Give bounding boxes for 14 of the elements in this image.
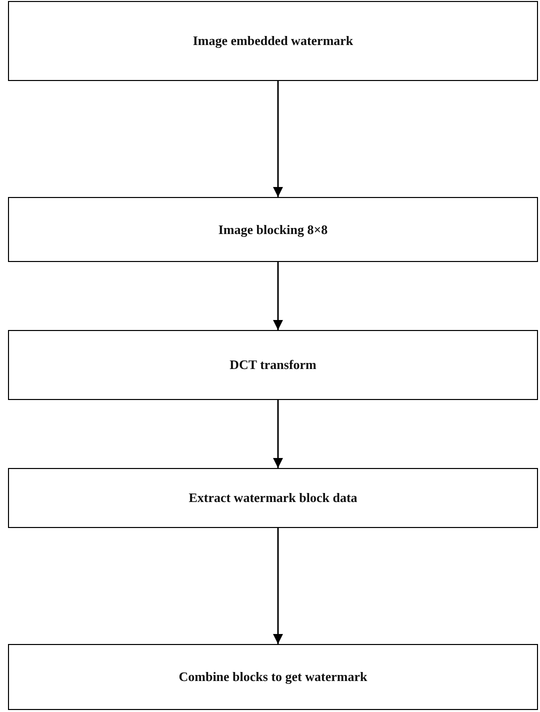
process-box xyxy=(8,330,538,400)
process-box xyxy=(8,197,538,262)
arrow xyxy=(273,528,283,644)
step-label: Combine blocks to get watermark xyxy=(178,669,368,685)
process-box xyxy=(8,644,538,710)
process-box xyxy=(8,1,538,81)
arrow xyxy=(273,400,283,468)
step-label: Image blocking 8×8 xyxy=(218,222,328,238)
process-box xyxy=(8,468,538,528)
arrow xyxy=(273,81,283,197)
step-label: Image embedded watermark xyxy=(192,33,354,49)
step-label: Extract watermark block data xyxy=(188,490,358,506)
step-label: DCT transform xyxy=(230,357,316,373)
arrow xyxy=(273,262,283,330)
